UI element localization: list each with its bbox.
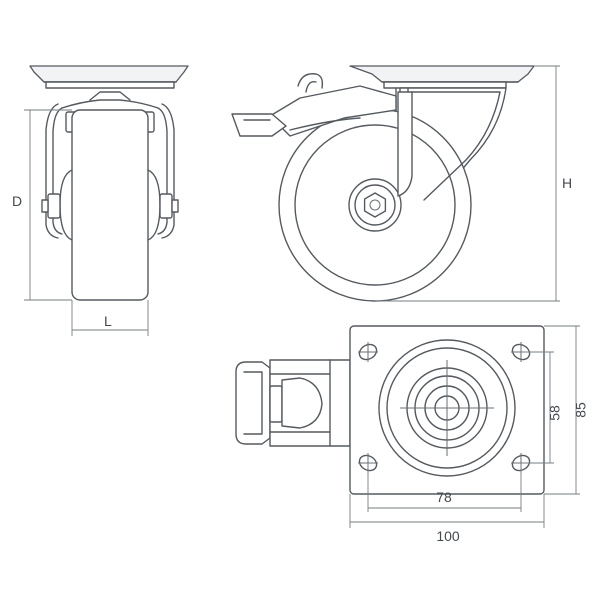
dimension-l: L: [71, 300, 149, 336]
brake-lever: [231, 73, 397, 137]
dimension-label-85: 85: [573, 402, 589, 418]
front-view-top-plate: [349, 65, 535, 89]
brake-pedal-top: [235, 359, 351, 447]
front-view-fork-over-wheel: [397, 91, 501, 201]
dimension-85: 85: [544, 325, 589, 495]
dimension-label-h: H: [562, 175, 572, 191]
dimension-label-100: 100: [436, 528, 460, 544]
dimension-label-d: D: [12, 193, 22, 209]
side-view-axle: [41, 193, 179, 219]
side-view-top-plate: [29, 65, 189, 89]
top-view: 58 85 78 100: [235, 325, 589, 544]
dimension-d: D: [12, 109, 72, 301]
dimension-label-78: 78: [436, 489, 452, 505]
dimension-58: 58: [521, 351, 563, 464]
side-view-wheel: [59, 109, 161, 301]
dimension-100: 100: [349, 494, 545, 544]
mounting-plate: [349, 325, 545, 495]
dimension-78: 78: [367, 463, 522, 512]
front-view: H: [231, 65, 572, 302]
dimension-label-l: L: [104, 313, 112, 329]
dimension-label-58: 58: [547, 405, 563, 421]
front-view-wheel: [278, 108, 472, 302]
side-view: D L: [12, 65, 189, 336]
dimension-h: H: [375, 65, 572, 302]
mounting-hole: [358, 342, 378, 362]
